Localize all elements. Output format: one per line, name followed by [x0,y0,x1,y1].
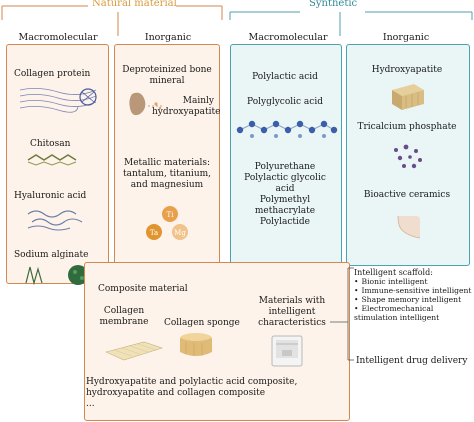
natural-material-header: Natural material [92,0,177,9]
synthetic-polymer-list: Polyurethane Polylactic glycolic acid Po… [232,162,338,228]
polyglycolic-acid-label: Polyglycolic acid [247,97,323,107]
chitosan-label: Chitosan [30,139,71,149]
intelligent-drug-delivery-label: Intelligent drug delivery [356,356,468,366]
hydroxy-line-1: Mainly [182,96,214,106]
chitosan-molecule-icon [27,154,77,166]
collagen-fiber-icon [19,88,97,113]
collagen-membrane-label: Collagen membrane [96,306,152,328]
polyurethane-label: Polyurethane [254,162,316,172]
deproteinized-bone-label: Deproteinized bone mineral [118,65,216,87]
ta-text: Ta [150,229,158,237]
mg-text: Mg [174,229,186,237]
immune-sensitive-item: Immune-sensitive intelligent [354,286,472,295]
synthetic-macro-header: Macromolecular [248,32,328,43]
intelligent-connectors [330,267,354,361]
mg-sphere [172,224,188,240]
bone-line-1: Deproteinized bone [122,65,212,75]
collagen-sponge-label: Collagen sponge [164,318,240,328]
intelligent-line-2: intelligent [268,307,316,317]
natural-macro-box [6,44,109,284]
synthetic-inorganic-header: Inorganic [382,32,430,43]
polylactic-acid-label: Polylactic acid [252,72,318,82]
intelligent-scaffold-list: Bionic intelligent Immune-sensitive inte… [354,277,472,322]
tricalcium-phosphate-particles-icon [394,144,422,169]
pmma-line-1: Polymethyl [259,195,311,205]
composite-ellipsis: ... [86,399,95,409]
bioactive-ceramics-label: Bioactive ceramics [363,190,451,200]
natural-inorganic-header: Inorganic [144,32,192,43]
plga-line-2: acid [275,184,295,194]
tricalcium-phosphate-label: Tricalcium phosphate [357,122,457,132]
hydroxy-line-2: hydroxyapatite [152,107,221,117]
ha-collagen-composite: hydroxyapatite and collagen composite [86,388,266,398]
natural-macro-header: Macromolecular [18,32,98,43]
bionic-intelligent-item: Bionic intelligent [354,277,472,286]
shape-memory-item: Shape memory intelligent [354,295,472,304]
hyaluronic-acid-icon [27,210,83,231]
bone-mineral-icon [129,92,162,116]
polymer-chain-icon [236,120,338,138]
sodium-alginate-label: Sodium alginate [14,250,89,260]
polylactide-label: Polylactide [260,217,310,227]
ta-sphere [146,224,162,240]
hyaluronic-acid-label: Hyaluronic acid [14,191,87,201]
membrane-line-2: membrane [99,317,149,327]
plga-line-1: Polylactic glycolic [244,173,326,183]
ti-sphere [162,206,178,222]
composite-examples: Hydroxyapatite and polylactic acid compo… [86,377,297,410]
composite-material-title: Composite material [98,284,188,294]
collagen-membrane-icon [105,341,163,361]
hydroxyapatite-label: Hydroxyapatite [371,65,443,75]
bioactive-ceramic-icon [397,215,421,239]
pmma-line-2: methacrylate [254,206,316,216]
bone-line-2: mineral [149,76,185,86]
metallic-line-2: tantalum, titanium, [122,169,212,179]
mainly-hydroxyapatite-label: Mainly hydroxyapatite [152,96,221,118]
collagen-sponge-icon [180,333,212,356]
metallic-materials-label: Metallic materials: tantalum, titanium, … [118,158,216,191]
electromechanical-item: Electromechanical stimulation intelligen… [354,304,472,322]
metallic-line-1: Metallic materials: [124,158,210,168]
membrane-line-1: Collagen [103,306,145,316]
intelligent-materials-label: Materials with intelligent characteristi… [252,296,332,329]
intelligent-line-1: Materials with [258,296,326,306]
intelligent-scaffold-section: Intelligent scaffold: Bionic intelligent… [354,268,472,322]
hydroxyapatite-block-icon [392,84,424,110]
sodium-alginate-icon [25,265,88,286]
synthetic-header: Synthetic [309,0,358,9]
composite-box [84,262,350,421]
ha-pla-composite: Hydroxyapatite and polylactic acid compo… [86,377,298,387]
tree-lines [1,5,473,36]
intelligent-line-3: characteristics [258,318,326,328]
ti-text: Ti [167,211,175,219]
metallic-line-3: and magnesium [130,180,204,190]
collagen-protein-label: Collagen protein [14,69,91,79]
intelligent-scaffold-title: Intelligent scaffold: [354,268,433,277]
3d-printer-icon [271,335,303,367]
metal-spheres-icon: Ti Ta Mg [146,206,188,240]
